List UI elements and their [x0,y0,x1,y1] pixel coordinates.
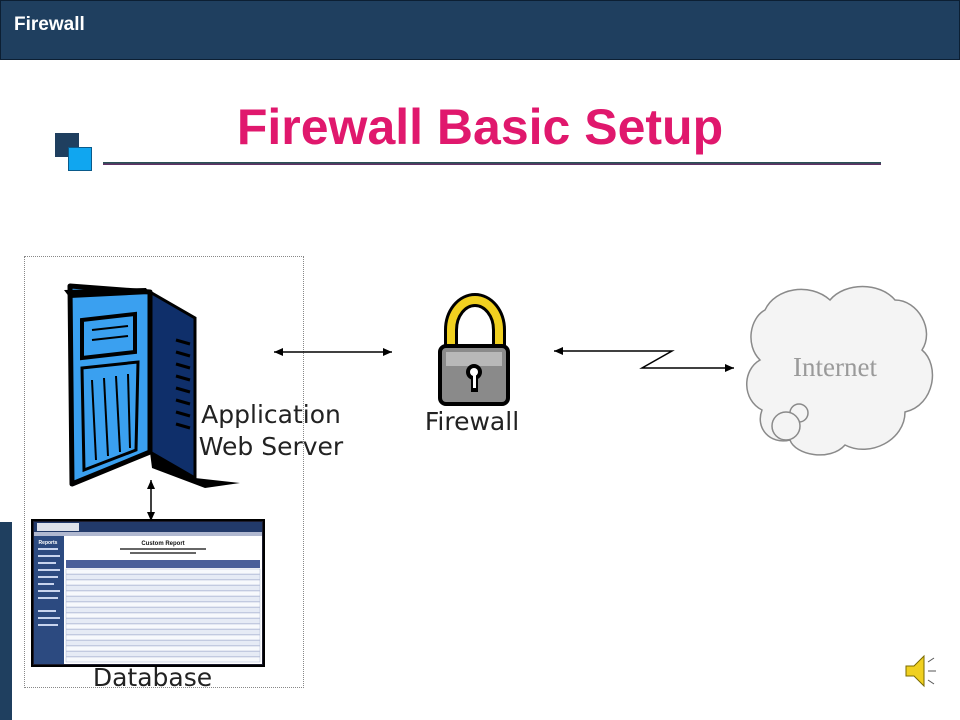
report-row [65,568,261,575]
internet-label: Internet [793,352,877,382]
report-row [65,612,261,619]
decorative-square-light [68,147,92,171]
server-icon [64,283,240,488]
database-label: Database [92,663,213,692]
report-row [65,645,261,652]
speaker-icon [905,654,936,688]
slide-title: Firewall Basic Setup [236,99,724,155]
app-server-label: Application Web Server [196,399,346,463]
report-row [65,607,261,613]
report-row [65,629,261,635]
report-row [65,656,261,663]
report-row [65,623,261,630]
firewall-label: Firewall [424,407,520,436]
report-row [65,640,261,646]
server-group-box [24,256,304,688]
left-accent-bar [0,522,12,720]
header-bar: Firewall [0,0,960,60]
title-underline [103,162,881,165]
report-row [65,618,261,624]
database-report-image: Custom Report Reports [31,519,265,667]
cloud-icon [746,285,934,456]
report-row [65,601,261,608]
report-row [65,585,261,591]
header-title: Firewall [14,14,85,35]
report-title: Custom Report [141,541,184,547]
app-server-label-line1: Application [201,400,341,429]
report-row [65,579,261,586]
report-row [65,634,261,641]
report-row [65,596,261,602]
arrow-firewall-internet [554,347,734,372]
report-row [65,574,261,580]
padlock-icon [438,293,510,406]
app-server-label-line2: Web Server [198,432,344,461]
report-row [65,651,261,657]
report-row [65,590,261,597]
report-heading: Reports [39,540,58,546]
